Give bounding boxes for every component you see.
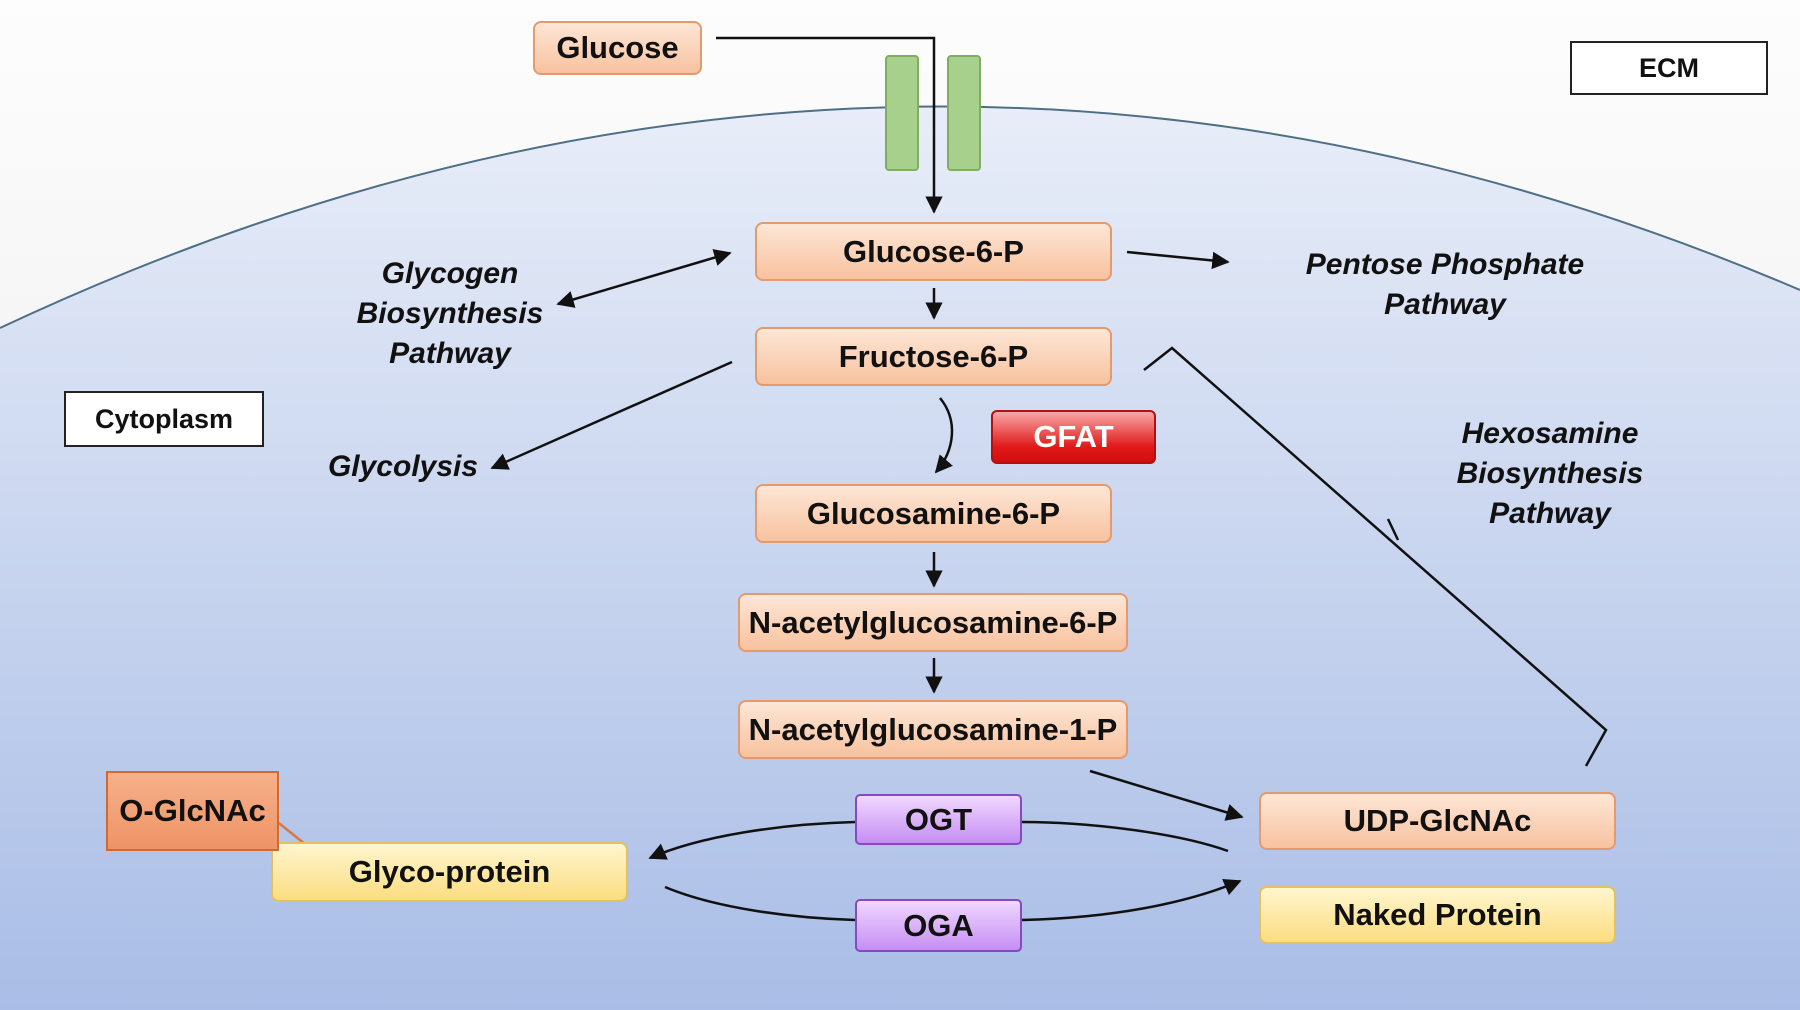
oga-enzyme: OGA [855,899,1022,952]
cytoplasm-label: Cytoplasm [64,391,264,447]
fructose-6-p-node: Fructose-6-P [755,327,1112,386]
glucose-6-p-node: Glucose-6-P [755,222,1112,281]
glucosamine-6-p-node: Glucosamine-6-P [755,484,1112,543]
n-acetylglucosamine-1-p-node: N-acetylglucosamine-1-P [738,700,1128,759]
gfat-enzyme: GFAT [991,410,1156,464]
glycolysis-label: Glycolysis [327,450,479,483]
n-acetylglucosamine-6-p-node: N-acetylglucosamine-6-P [738,593,1128,652]
ecm-label: ECM [1570,41,1768,95]
naked-protein-node: Naked Protein [1259,886,1616,944]
glucose-node: Glucose [533,21,702,75]
ogt-enzyme: OGT [855,794,1022,845]
transporter-right-subunit [947,55,981,171]
cytoplasm-region [0,106,1800,1010]
transporter-left-subunit [885,55,919,171]
glyco-protein-node: Glyco-protein [271,842,628,902]
o-glcnac-modification: O-GlcNAc [106,771,279,851]
udp-glcnac-node: UDP-GlcNAc [1259,792,1616,850]
